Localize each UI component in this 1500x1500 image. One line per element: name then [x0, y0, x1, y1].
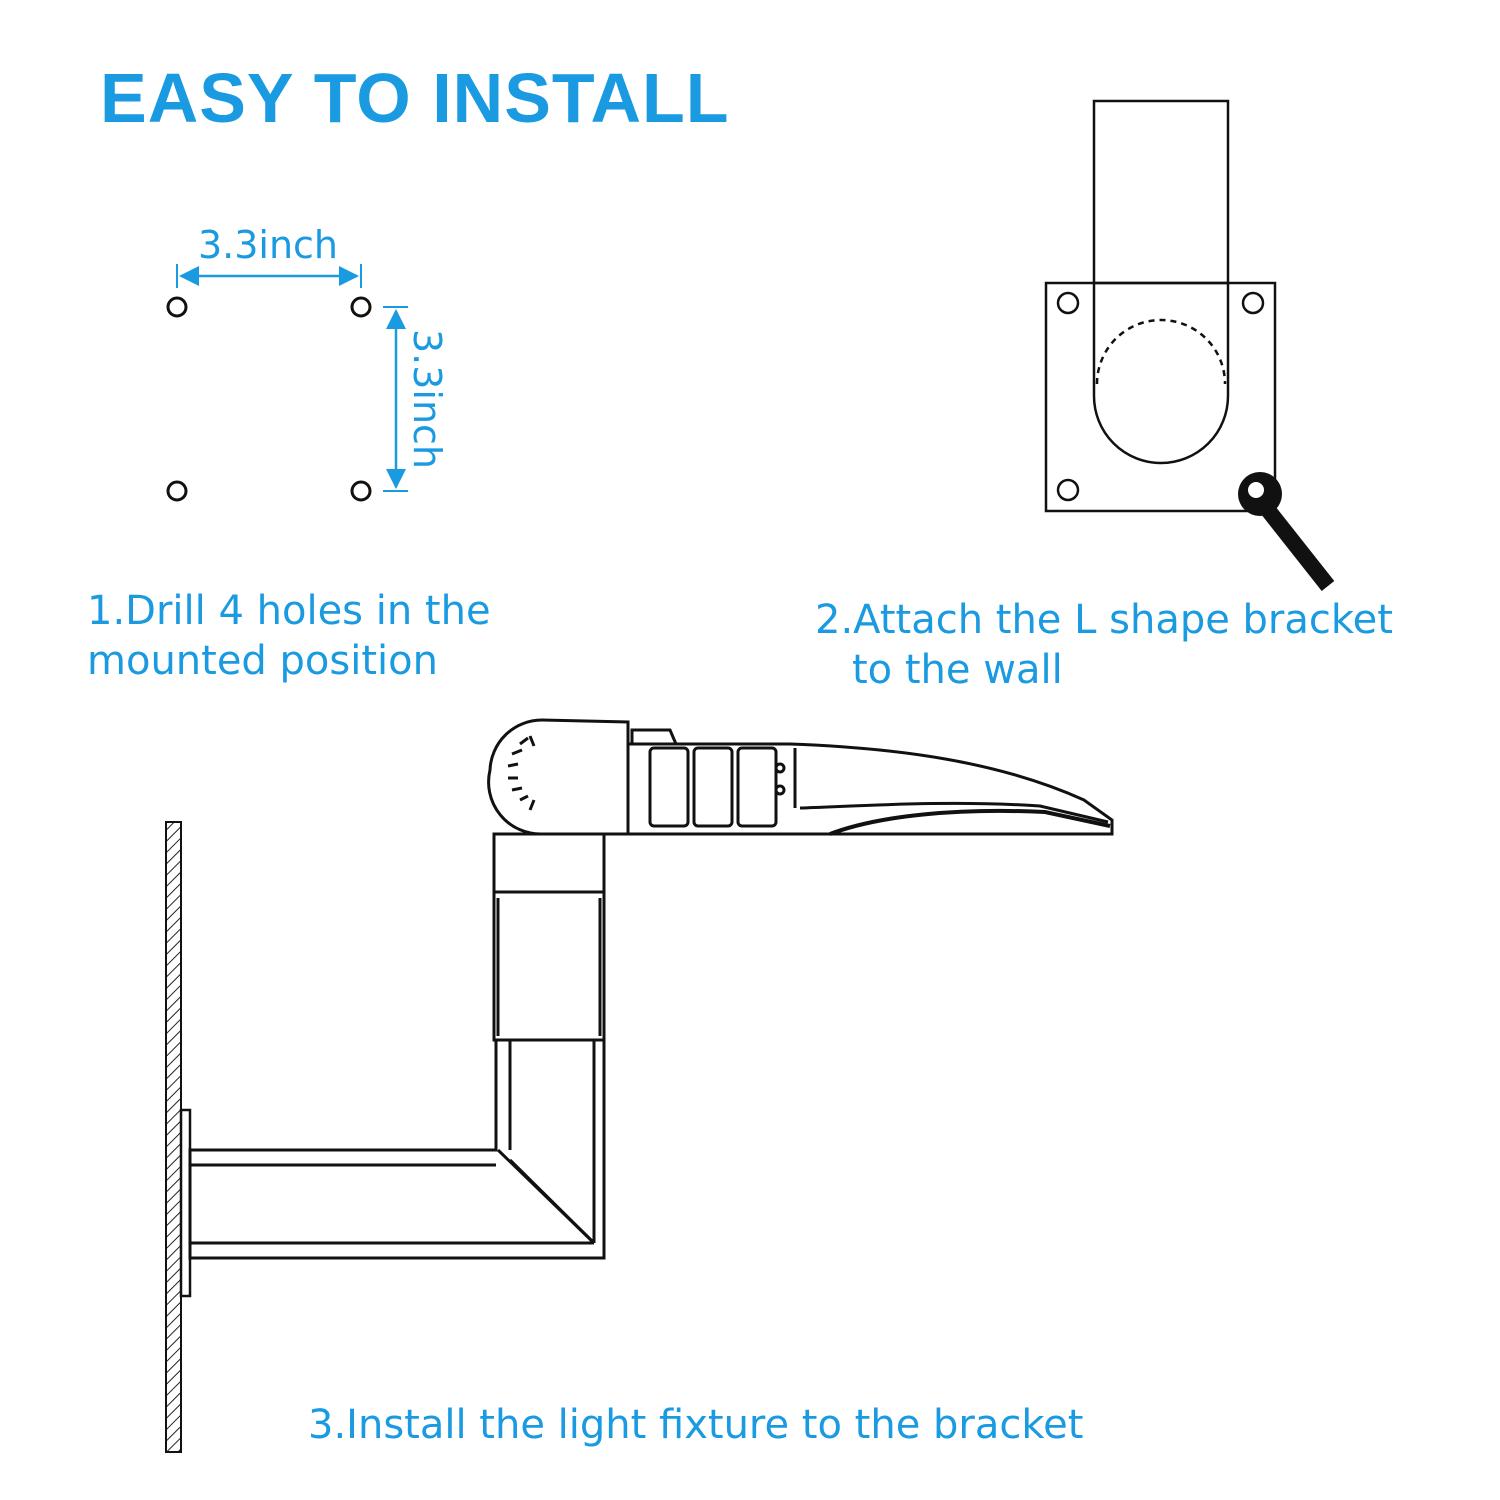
plate-hole-top-left [1056, 291, 1080, 315]
step-3-line-1: 3.Install the light fixture to the brack… [308, 1402, 1084, 1448]
fixture-assembly [165, 718, 1114, 1453]
wrench-icon [1238, 472, 1335, 591]
step-2-line-1: 2.Attach the L shape bracket [815, 597, 1393, 643]
l-bracket [188, 1038, 606, 1260]
step-3-caption: 3.Install the light fixture to the brack… [308, 1400, 1083, 1450]
bracket-arm-end [1092, 283, 1230, 465]
step-1-line-2: mounted position [87, 638, 438, 684]
pipe-outline [1095, 318, 1227, 385]
wall [165, 821, 182, 1453]
page-title: EASY TO INSTALL [100, 59, 730, 137]
plate-hole-top-right [1241, 291, 1265, 315]
dimension-vertical: 3.3inch [383, 306, 449, 492]
hole-layout: 3.3inch 3.3inch [166, 223, 449, 502]
mounting-plate [1044, 281, 1277, 513]
hole-bottom-left [166, 480, 188, 502]
hole-top-left [166, 296, 188, 318]
hole-top-right [350, 296, 372, 318]
step-1-line-1: 1.Drill 4 holes in the [87, 588, 491, 634]
step-1-caption: 1.Drill 4 holes in the mounted position [52, 586, 491, 686]
dimension-vertical-label: 3.3inch [405, 329, 449, 469]
light-fixture [626, 728, 1114, 836]
adjustable-knuckle [487, 718, 630, 836]
bracket-plate-view [1044, 99, 1335, 591]
bracket-arm [1092, 99, 1230, 285]
hole-bottom-right [350, 480, 372, 502]
dimension-horizontal: 3.3inch [176, 223, 362, 288]
step-2-caption: 2.Attach the L shape bracket to the wall [815, 595, 1393, 695]
plate-hole-bottom-left [1056, 478, 1080, 502]
slip-fitter [492, 832, 606, 1042]
dimension-horizontal-label: 3.3inch [198, 223, 338, 267]
step-2-line-2: to the wall [852, 647, 1063, 693]
